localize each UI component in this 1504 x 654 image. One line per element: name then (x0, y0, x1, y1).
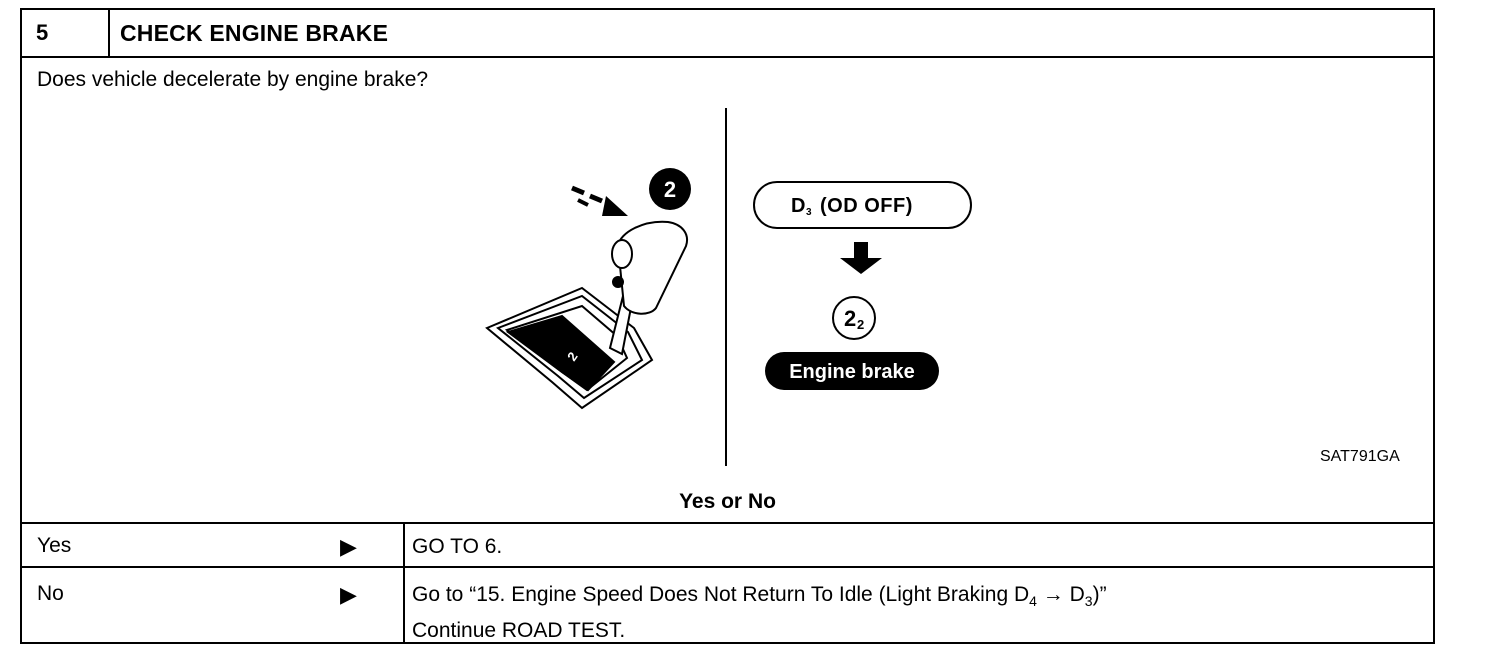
row-divider (403, 524, 405, 568)
svg-text:2: 2 (664, 177, 676, 202)
callout-circle: 2 (649, 168, 691, 210)
action-line-2: Continue ROAD TEST. (412, 619, 626, 643)
answer-row-yes: Yes ▶ GO TO 6. (22, 522, 1433, 568)
decision-label: Yes or No (679, 490, 776, 513)
shift-lever-icon (608, 220, 688, 356)
procedure-table: 5 CHECK ENGINE BRAKE Does vehicle decele… (20, 8, 1435, 644)
engine-brake-result: Engine brake (765, 352, 939, 390)
mode-from-sub: 3 (806, 207, 812, 218)
svg-text:2: 2 (857, 317, 864, 332)
action-line-1: Go to “15. Engine Speed Does Not Return … (412, 583, 1107, 610)
arrow-right-icon: ▶ (340, 534, 357, 559)
row-divider (403, 568, 405, 644)
step-number: 5 (22, 10, 110, 56)
mode-to-circle: 2 2 (832, 296, 876, 340)
svg-text:Engine brake: Engine brake (789, 361, 915, 383)
mode-from-box: D 3 (OD OFF) (753, 181, 972, 229)
answer-action: Go to “15. Engine Speed Does Not Return … (412, 580, 1107, 646)
figure-code: SAT791GA (1320, 448, 1400, 465)
engine-brake-illustration: 2 2 D 3 (OD OFF) (485, 108, 972, 466)
mode-from-letter: D (791, 195, 805, 217)
arrow-right-icon: ▶ (340, 582, 357, 607)
mode-from-text: (OD OFF) (820, 195, 913, 217)
svg-text:2: 2 (844, 306, 856, 331)
answer-row-no: No ▶ Go to “15. Engine Speed Does Not Re… (22, 566, 1433, 644)
shift-motion-arrow (571, 185, 628, 216)
shifter-gate (485, 286, 654, 410)
answer-label: No (37, 582, 64, 605)
step-header: 5 CHECK ENGINE BRAKE (22, 10, 1433, 58)
step-question: Does vehicle decelerate by engine brake? (37, 68, 429, 91)
down-arrow-icon (840, 242, 882, 274)
answer-label: Yes (37, 534, 72, 557)
answer-action: GO TO 6. (412, 535, 503, 558)
step-title: CHECK ENGINE BRAKE (120, 20, 389, 46)
